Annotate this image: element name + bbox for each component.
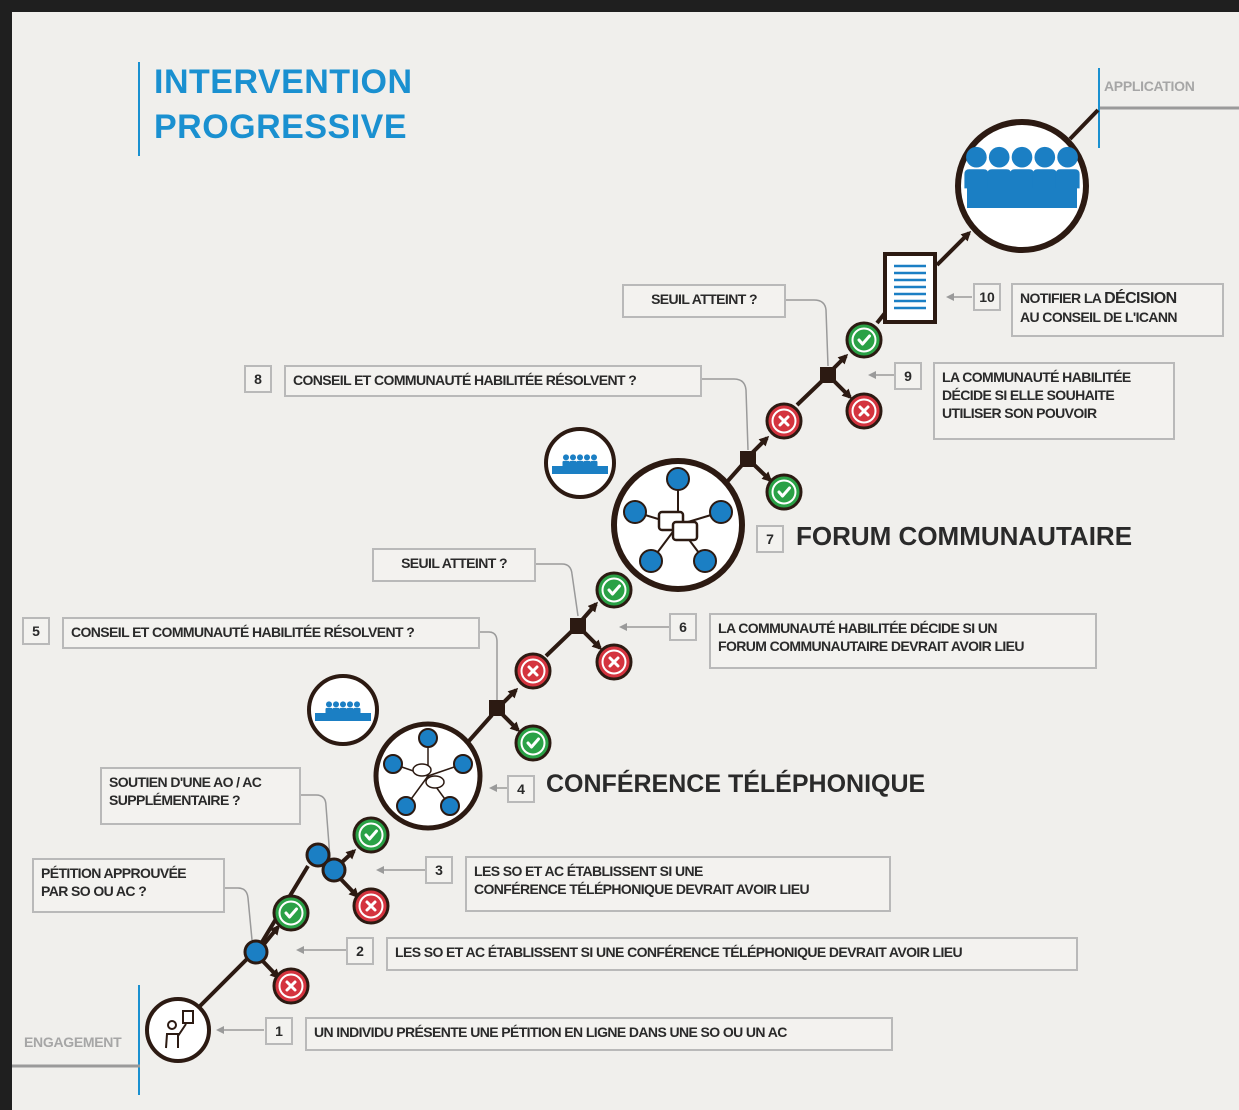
check-icon [845,321,883,359]
step-number: 1 [265,1017,293,1045]
leader-lines [216,293,972,1034]
cross-icon [595,643,633,681]
step-8-box: CONSEIL ET COMMUNAUTÉ HABILITÉE RÉSOLVEN… [284,365,702,397]
decision-node-support [305,842,347,883]
title-line-1: INTERVENTION [154,63,413,101]
step-10-box: NOTIFIER LA DÉCISION AU CONSEIL DE L'ICA… [1011,283,1224,337]
question-threshold: SEUIL ATTEINT ? [622,284,786,318]
decision-node-threshold-1 [570,618,586,634]
step-3-box: LES SO ET AC ÉTABLISSENT SI UNE CONFÉREN… [465,856,891,912]
step-number: 9 [894,362,922,390]
cross-icon [845,392,883,430]
cross-icon [352,887,390,925]
question-support: SOUTIEN D'UNE AO / AC SUPPLÉMENTAIRE ? [100,767,301,825]
cross-icon [272,967,310,1005]
step-number: 8 [244,365,272,393]
check-icon [352,816,390,854]
step-1-box: UN INDIVIDU PRÉSENTE UNE PÉTITION EN LIG… [305,1017,893,1051]
question-petition: PÉTITION APPROUVÉE PAR SO OU AC ? [32,858,225,913]
page-title: INTERVENTION PROGRESSIVE [154,60,413,150]
step-number: 7 [756,525,784,553]
council-icon [955,119,1089,253]
decision-node-petition [243,939,269,965]
start-guide [12,985,140,1095]
title-line-2: PROGRESSIVE [154,108,408,146]
application-label: APPLICATION [1104,78,1195,94]
decision-node-resolve-2 [740,451,756,467]
audience-icon [307,674,379,746]
title-accent-bar [138,62,140,156]
document-icon [883,252,937,324]
decision-node-threshold-2 [820,367,836,383]
check-icon [514,724,552,762]
petition-icon [145,997,211,1063]
step-number: 4 [507,775,535,803]
end-guide [1098,68,1239,148]
check-icon [595,571,633,609]
cross-icon [765,402,803,440]
step-2-box: LES SO ET AC ÉTABLISSENT SI UNE CONFÉREN… [386,937,1078,971]
audience-icon [544,427,616,499]
step-number: 5 [22,617,50,645]
cross-icon [514,652,552,690]
check-icon [765,473,803,511]
step-number: 10 [973,283,1001,311]
step-number: 3 [425,856,453,884]
step-5-box: CONSEIL ET COMMUNAUTÉ HABILITÉE RÉSOLVEN… [62,617,480,649]
community-forum-icon [611,458,745,592]
question-threshold: SEUIL ATTEINT ? [372,548,536,582]
step-7-label: FORUM COMMUNAUTAIRE [796,521,1133,551]
step-4-label: CONFÉRENCE TÉLÉPHONIQUE [546,770,926,798]
engagement-label: ENGAGEMENT [24,1034,122,1050]
decision-node-resolve-1 [489,700,505,716]
step-6-box: LA COMMUNAUTÉ HABILITÉE DÉCIDE SI UN FOR… [709,613,1097,669]
step-number: 6 [669,613,697,641]
check-icon [272,894,310,932]
step-number: 2 [346,937,374,965]
step-9-box: LA COMMUNAUTÉ HABILITÉE DÉCIDE SI ELLE S… [933,362,1175,440]
conference-call-icon [373,721,483,831]
